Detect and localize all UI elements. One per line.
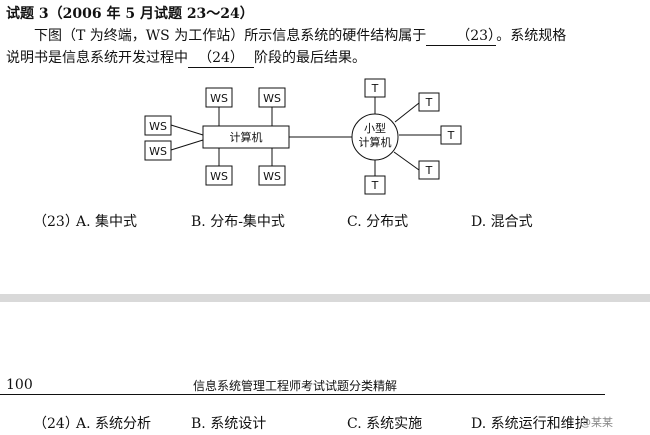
question-text-2a: 说明书是信息系统开发过程中 bbox=[6, 50, 188, 66]
page-number: 100 bbox=[6, 377, 33, 393]
option-23-c[interactable]: C. 分布式 bbox=[347, 214, 409, 230]
question-heading: 试题 3（2006 年 5 月试题 23～24） bbox=[6, 6, 254, 22]
option-24-b[interactable]: B. 系统设计 bbox=[191, 416, 267, 432]
terminal-box-right bbox=[440, 125, 462, 145]
page-divider bbox=[0, 294, 650, 302]
options-23-label: （23） bbox=[33, 214, 79, 230]
question-line-1: 下图（T 为终端，WS 为工作站）所示信息系统的硬件结构属于（23）。系统规格 bbox=[6, 25, 566, 46]
ws-label-bottom-2: WS bbox=[263, 170, 281, 183]
ws-box-left-2 bbox=[144, 140, 172, 161]
terminal-label-upper-right: T bbox=[425, 96, 433, 109]
hardware-diagram: 计算机 WS WS WS WS WS WS 小型 计算机 T T T T T bbox=[144, 78, 462, 195]
blank-24: （24） bbox=[188, 47, 254, 68]
ws-box-left-1 bbox=[144, 115, 172, 136]
ws-label-left-1: WS bbox=[149, 120, 167, 133]
ws-box-bottom-1 bbox=[205, 165, 233, 186]
minicomputer-label-1: 小型 bbox=[364, 121, 386, 135]
footer-rule bbox=[0, 394, 605, 395]
upper-page bbox=[0, 0, 650, 297]
option-24-d[interactable]: D. 系统运行和维护 bbox=[471, 416, 589, 432]
ws-box-top-1 bbox=[205, 87, 233, 108]
question-text-2b: 阶段的最后结果。 bbox=[254, 50, 366, 66]
option-24-c[interactable]: C. 系统实施 bbox=[347, 416, 423, 432]
link-ws-left-2 bbox=[170, 139, 204, 151]
blank-23: （23） bbox=[426, 25, 502, 46]
options-24-label: （24） bbox=[33, 416, 79, 432]
ws-label-bottom-1: WS bbox=[210, 170, 228, 183]
terminal-label-bottom: T bbox=[371, 179, 379, 192]
link-t-lower-right bbox=[393, 151, 420, 171]
left-host-label: 计算机 bbox=[230, 130, 263, 144]
link-t-upper-right bbox=[394, 102, 420, 123]
option-23-b[interactable]: B. 分布-集中式 bbox=[191, 214, 285, 230]
book-title: 信息系统管理工程师考试试题分类精解 bbox=[193, 379, 398, 393]
option-23-a[interactable]: A. 集中式 bbox=[76, 214, 138, 230]
watermark: @某某 bbox=[580, 416, 613, 429]
ws-box-bottom-2 bbox=[258, 165, 286, 186]
question-line-2: 说明书是信息系统开发过程中（24）阶段的最后结果。 bbox=[6, 47, 366, 68]
option-23-d[interactable]: D. 混合式 bbox=[471, 214, 533, 230]
question-text-1a: 下图（T 为终端，WS 为工作站）所示信息系统的硬件结构属于 bbox=[34, 28, 427, 44]
lower-page bbox=[0, 302, 650, 435]
question-text-1b: 。系统规格 bbox=[496, 28, 567, 44]
ws-label-top-1: WS bbox=[210, 92, 228, 105]
terminal-box-top bbox=[364, 78, 386, 98]
ws-label-top-2: WS bbox=[263, 92, 281, 105]
terminal-box-lower-right bbox=[418, 160, 440, 180]
terminal-box-bottom bbox=[364, 175, 386, 195]
minicomputer-node bbox=[351, 113, 399, 161]
terminal-label-lower-right: T bbox=[425, 164, 433, 177]
link-ws-left-1 bbox=[170, 124, 204, 136]
minicomputer-label-2: 计算机 bbox=[359, 135, 392, 149]
ws-box-top-2 bbox=[258, 87, 286, 108]
left-host-box bbox=[202, 125, 290, 149]
ws-label-left-2: WS bbox=[149, 145, 167, 158]
terminal-box-upper-right bbox=[418, 92, 440, 112]
option-24-a[interactable]: A. 系统分析 bbox=[76, 416, 152, 432]
terminal-label-right: T bbox=[447, 129, 455, 142]
terminal-label-top: T bbox=[371, 82, 379, 95]
